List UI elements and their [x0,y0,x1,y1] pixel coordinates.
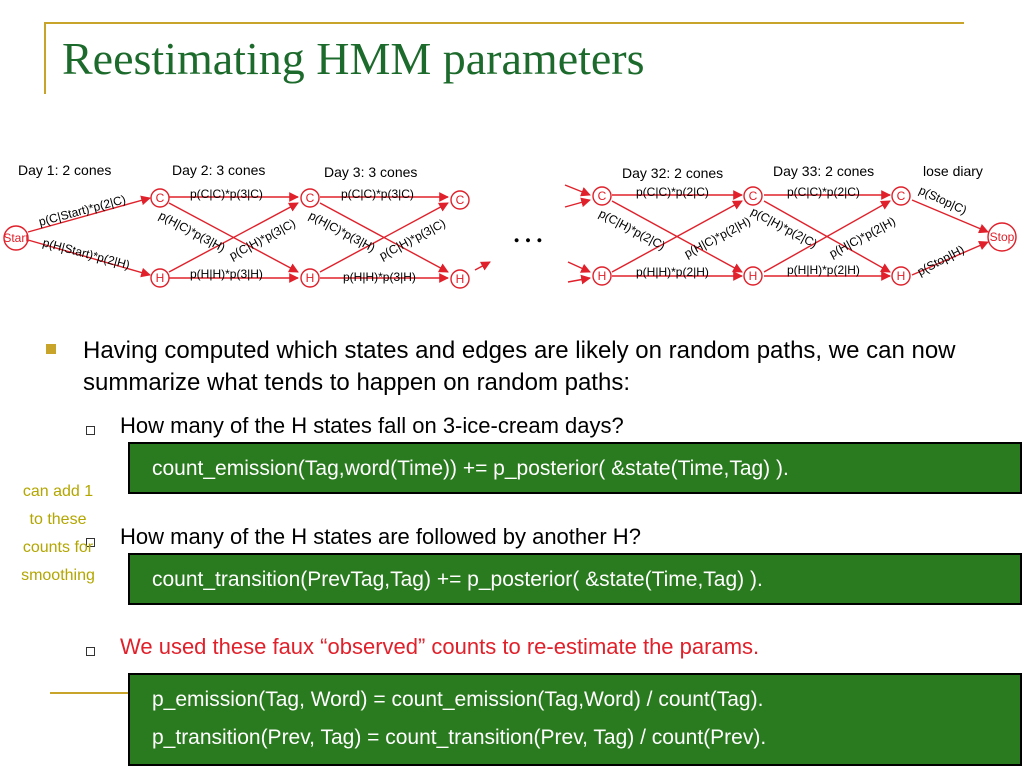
edge-label-d3233-cc: p(C|C)*p(2|C) [636,185,709,199]
smoothing-note-line: smoothing [21,567,95,584]
node-h-label: H [306,271,315,285]
day-label-33: Day 33: 2 cones [773,163,874,179]
smoothing-note-line: to these [29,511,87,528]
node-c-day1 [150,188,170,208]
edge-label-d3233-ch: p(C|H)*p(2|C) [597,206,668,253]
node-h-day32 [592,266,612,286]
node-c-lose [891,186,911,206]
node-c-label: C [598,189,607,203]
edge-label-stop-h: p(Stop|H) [915,242,967,278]
edge-d33-hc [763,200,891,273]
edge-h-stop [911,241,989,276]
smoothing-note: can add 1 to these counts for smoothing [2,478,114,590]
title-accent-horizontal-line [44,22,964,24]
node-c-day2 [300,188,320,208]
node-c-label: C [306,191,315,205]
edge-start-c [27,195,151,233]
title-accent-vertical-line [44,22,46,94]
edge-label-d33-cc: p(C|C)*p(2|C) [787,185,860,199]
slide-title: Reestimating HMM parameters [62,33,645,84]
edge-stub-in-2 [564,197,591,208]
smoothing-note-line: can add 1 [22,483,94,500]
node-c-label: C [156,191,165,205]
faux-counts-statement: We used these faux “observed” counts to … [120,634,760,659]
edge-d23-hc [319,202,449,273]
edge-label-d33-hh: p(H|H)*p(2|H) [787,263,860,277]
edge-label-d12-cc: p(C|C)*p(3|C) [190,187,263,201]
day-label-2: Day 2: 3 cones [172,162,265,178]
edge-d3233-hc [611,200,743,273]
edge-label-d33-ch: p(C|H)*p(2|C) [749,204,820,251]
node-c-day32 [592,186,612,206]
edge-label-start-h: p(H|Start)*p(2|H) [41,235,131,272]
node-h-label: H [598,269,607,283]
sub-bullet-marker [86,538,95,547]
node-h-label: H [156,271,165,285]
node-c-label: C [749,189,758,203]
edge-label-start-c: p(C|Start)*p(2|C) [37,192,127,229]
code-count-emission: count_emission(Tag,word(Time)) += p_post… [128,442,1022,494]
edge-d12-hc [168,202,299,273]
code-p-transition: p_transition(Prev, Tag) = count_transiti… [152,726,767,749]
code-p-emission: p_emission(Tag, Word) = count_emission(T… [152,688,764,711]
edge-label-d12-hh: p(H|H)*p(3|H) [190,267,263,281]
node-h-day3 [450,269,470,289]
node-c-day33 [743,186,763,206]
edge-c-stop [911,199,989,234]
start-node-label: Start [3,231,29,245]
node-c-label: C [897,189,906,203]
code-reestimate-params: p_emission(Tag, Word) = count_emission(T… [128,673,1022,766]
edge-label-d23-cc: p(C|C)*p(3|C) [341,187,414,201]
edge-start-h [27,239,151,278]
edge-label-d3233-hh: p(H|H)*p(2|H) [636,265,709,279]
sub-bullet-marker [86,426,95,435]
node-h-label: H [897,269,906,283]
node-h-day33 [743,266,763,286]
main-bullet-text: Having computed which states and edges a… [83,337,956,396]
start-node [3,225,29,251]
node-h-label: H [749,269,758,283]
edge-label-d33-hc: p(H|C)*p(2|H) [827,214,898,261]
question-h-on-3-days: How many of the H states fall on 3-ice-c… [120,413,624,438]
node-h-lose [891,266,911,286]
main-bullet-marker [46,344,56,354]
code-count-transition-text: count_transition(PrevTag,Tag) += p_poste… [152,568,763,591]
stop-node [987,222,1017,252]
ellipsis: … [511,213,545,250]
edge-stub-in-1 [564,184,591,197]
stop-node-label: Stop [990,230,1015,244]
node-h-day2 [300,268,320,288]
edge-stub-out [474,261,491,271]
node-c-day3 [450,190,470,210]
sub-bullet-marker [86,647,95,656]
day-label-32: Day 32: 2 cones [622,165,723,181]
node-h-label: H [456,272,465,286]
hmm-trellis-diagram: Day 1: 2 cones Day 2: 3 cones Day 3: 3 c… [3,162,1017,289]
code-count-transition: count_transition(PrevTag,Tag) += p_poste… [128,553,1022,605]
edge-label-d3233-hc: p(H|C)*p(2|H) [682,214,753,261]
decorative-line [50,692,130,694]
edge-stub-in-3 [567,261,591,273]
node-c-label: C [456,193,465,207]
code-count-emission-text: count_emission(Tag,word(Time)) += p_post… [152,457,789,480]
day-label-3: Day 3: 3 cones [324,164,417,180]
edge-label-stop-c: p(Stop|C) [917,183,969,217]
day-label-lose-diary: lose diary [923,163,983,179]
edge-stub-in-4 [567,274,591,285]
node-h-day1 [150,268,170,288]
day-label-1: Day 1: 2 cones [18,162,111,178]
question-h-followed-by-h: How many of the H states are followed by… [120,524,641,549]
edge-label-d23-hh: p(H|H)*p(3|H) [343,270,416,284]
smoothing-note-line: counts for [22,539,94,556]
